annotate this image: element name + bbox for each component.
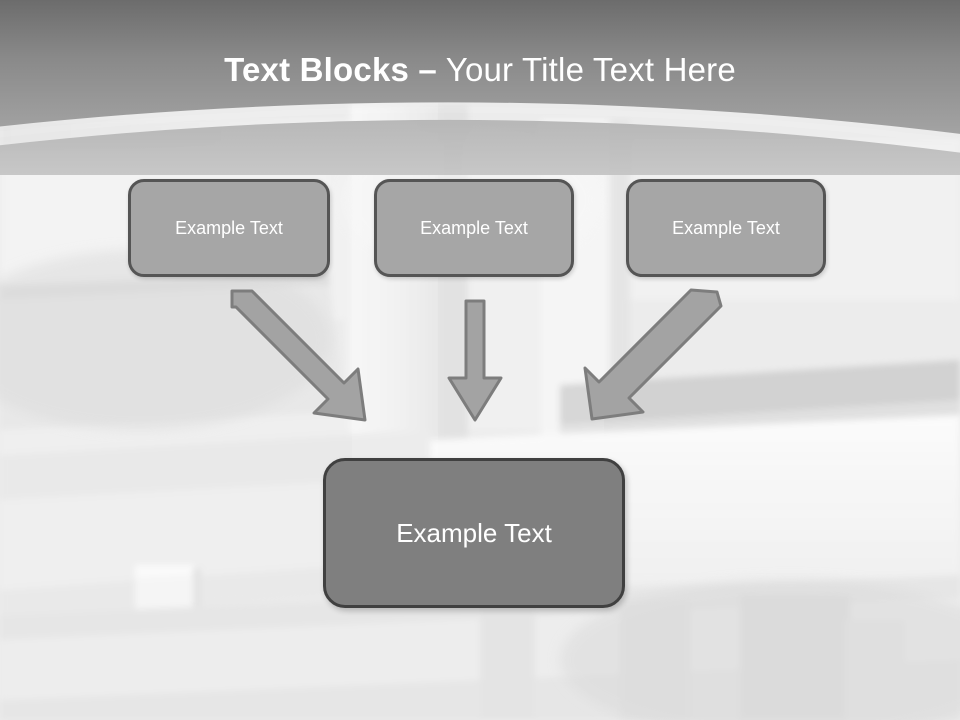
top-box-1-label: Example Text: [175, 217, 283, 238]
top-box-1[interactable]: Example Text: [128, 179, 330, 277]
top-box-2[interactable]: Example Text: [374, 179, 574, 277]
top-box-3-label: Example Text: [672, 217, 780, 238]
top-box-3[interactable]: Example Text: [626, 179, 826, 277]
bottom-box[interactable]: Example Text: [323, 458, 625, 608]
top-box-2-label: Example Text: [420, 217, 528, 238]
bottom-box-label: Example Text: [396, 517, 552, 548]
